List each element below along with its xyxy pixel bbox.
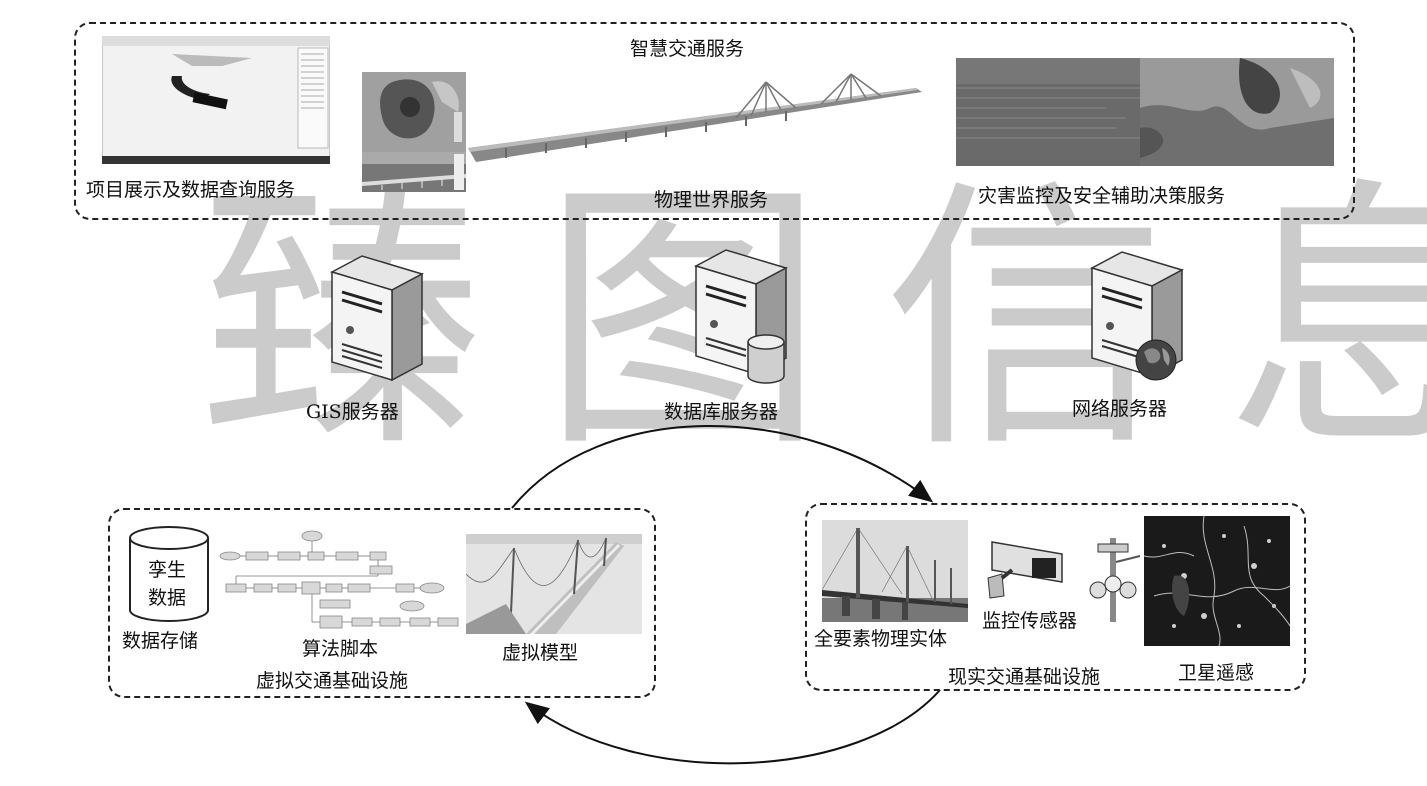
physical-bridge-photo — [822, 520, 968, 622]
virtual-model-label: 虚拟模型 — [502, 642, 579, 664]
disaster-monitoring-label: 灾害监控及安全辅助决策服务 — [978, 185, 1226, 207]
physical-entity-label: 全要素物理实体 — [814, 628, 948, 650]
twin-data-line1: 孪生 — [148, 559, 187, 581]
gis-server-label: GIS服务器 — [306, 401, 399, 423]
satellite-remote-sensing-label: 卫星遥感 — [1178, 662, 1255, 684]
monitoring-data-image — [956, 58, 1140, 166]
database-server-label: 数据库服务器 — [664, 401, 779, 423]
arrow-to-real — [511, 425, 934, 509]
virtual-infrastructure-title: 虚拟交通基础设施 — [256, 670, 409, 692]
algorithm-script-label: 算法脚本 — [302, 638, 379, 660]
twin-data-cylinder-icon — [129, 526, 209, 622]
network-server-icon — [1090, 251, 1184, 381]
real-infrastructure-title: 现实交通基础设施 — [948, 666, 1101, 688]
algorithm-flowchart-image — [219, 530, 459, 629]
data-storage-label: 数据存储 — [122, 630, 199, 652]
cable-stayed-bridge-image — [468, 73, 922, 162]
gis-server-icon — [330, 255, 424, 382]
virtual-infrastructure-panel — [108, 508, 656, 698]
virtual-bridge-model-image — [466, 534, 642, 634]
physical-world-label: 物理世界服务 — [654, 189, 769, 211]
monitoring-sensor-label: 监控传感器 — [982, 610, 1078, 632]
database-server-icon — [694, 249, 788, 384]
hazard-map-image — [1140, 58, 1334, 166]
anemometer-sensor-icon — [1089, 538, 1141, 622]
twin-data-line2: 数据 — [148, 587, 187, 609]
smart-traffic-panel — [74, 22, 1355, 220]
real-infrastructure-panel — [805, 503, 1306, 691]
project-service-label: 项目展示及数据查询服务 — [86, 179, 296, 201]
bridge-render-small-image — [362, 152, 466, 192]
project-screenshot-image — [102, 36, 330, 164]
network-server-label: 网络服务器 — [1072, 398, 1168, 420]
terrain-map-image — [362, 72, 466, 152]
smart-traffic-title: 智慧交通服务 — [630, 38, 745, 60]
arrow-to-virtual — [524, 689, 941, 765]
surveillance-camera-icon — [987, 541, 1063, 599]
satellite-image — [1144, 516, 1290, 646]
